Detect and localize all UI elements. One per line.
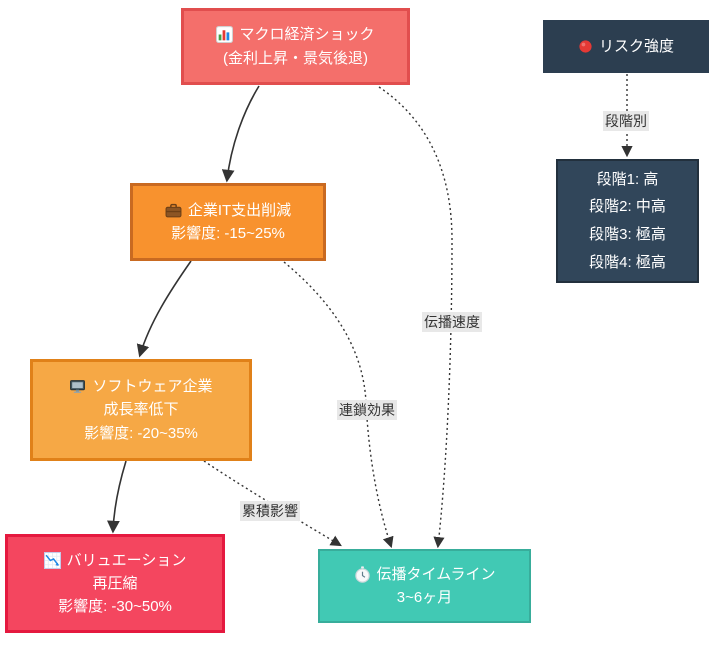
edge-software-to-timeline bbox=[203, 460, 342, 547]
edge-itspend-to-software bbox=[136, 260, 192, 358]
node-macro-shock-subtitle: (金利上昇・景気後退) bbox=[223, 49, 368, 67]
node-valuation-recompression: バリュエーション 再圧縮 影響度: -30~50% bbox=[5, 534, 225, 633]
risk-stage-2: 段階2: 中高 bbox=[589, 198, 666, 216]
edge-label-by-stage: 段階別 bbox=[603, 111, 649, 131]
node-software-growth-title: ソフトウェア企業 bbox=[92, 378, 213, 396]
edge-label-chain-effect: 連鎖効果 bbox=[337, 400, 397, 420]
node-risk-intensity: リスク強度 bbox=[543, 20, 709, 73]
node-valuation-impact: 影響度: -30~50% bbox=[58, 598, 172, 616]
node-propagation-timeline: 伝播タイムライン 3~6ヶ月 bbox=[318, 549, 531, 623]
edge-software-to-valuation bbox=[107, 460, 127, 534]
node-risk-stages: 段階1: 高 段階2: 中高 段階3: 極高 段階4: 極高 bbox=[556, 159, 699, 283]
bar-chart-icon bbox=[216, 26, 234, 44]
node-valuation-line2: 再圧縮 bbox=[92, 574, 138, 592]
chart-down-icon bbox=[43, 551, 61, 569]
node-it-spend-cut-impact: 影響度: -15~25% bbox=[171, 225, 285, 242]
risk-stage-3: 段階3: 極高 bbox=[589, 226, 666, 243]
desktop-icon bbox=[69, 378, 86, 395]
node-it-spend-cut: 企業IT支出削減 影響度: -15~25% bbox=[130, 183, 326, 261]
edge-label-propagation-speed: 伝播速度 bbox=[422, 312, 482, 332]
node-valuation-title: バリュエーション bbox=[66, 551, 187, 569]
node-risk-intensity-title: リスク強度 bbox=[598, 37, 674, 55]
node-timeline-title: 伝播タイムライン bbox=[376, 565, 496, 583]
risk-stage-4: 段階4: 極高 bbox=[589, 253, 666, 271]
edge-macro-to-itspend bbox=[221, 85, 260, 183]
red-circle-icon bbox=[578, 39, 593, 54]
briefcase-icon bbox=[165, 202, 182, 219]
node-macro-shock-title: マクロ経済ショック bbox=[239, 26, 375, 44]
node-software-growth-line2: 成長率低下 bbox=[103, 401, 179, 419]
node-it-spend-cut-title: 企業IT支出削減 bbox=[187, 201, 292, 219]
edge-macro-to-timeline bbox=[378, 86, 453, 549]
node-software-growth: ソフトウェア企業 成長率低下 影響度: -20~35% bbox=[30, 359, 252, 461]
edge-label-cumulative-impact: 累積影響 bbox=[240, 501, 300, 521]
node-timeline-duration: 3~6ヶ月 bbox=[396, 589, 453, 606]
node-software-growth-impact: 影響度: -20~35% bbox=[84, 424, 198, 442]
risk-stage-1: 段階1: 高 bbox=[596, 170, 659, 188]
stopwatch-icon bbox=[354, 566, 371, 583]
node-macro-shock: マクロ経済ショック (金利上昇・景気後退) bbox=[181, 8, 410, 85]
